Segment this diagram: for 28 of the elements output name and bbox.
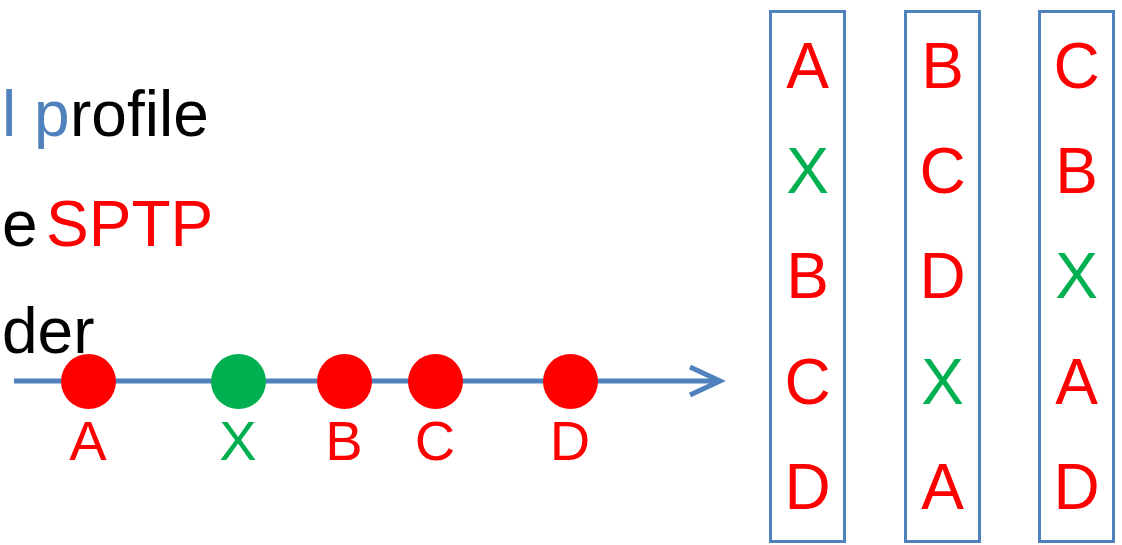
point-label: D <box>549 411 591 471</box>
sequence-letter: D <box>1053 450 1100 526</box>
sequence-letter: A <box>1055 344 1098 420</box>
slide-text: e <box>2 188 38 260</box>
sequence-letter: C <box>919 134 966 210</box>
sequence-letter: B <box>921 28 964 104</box>
sequence-letter: C <box>784 344 831 420</box>
sequence-letter: B <box>1055 134 1098 210</box>
slide-text: l p <box>2 78 70 150</box>
point-label: A <box>69 411 107 471</box>
sequence-letter: D <box>784 450 831 526</box>
sequence-letter: A <box>786 28 829 104</box>
sequence-column <box>1038 10 1115 543</box>
sequence-letter: X <box>786 134 829 210</box>
point-label: C <box>414 411 456 471</box>
sequence-letter: X <box>921 344 964 420</box>
sequence-column <box>769 10 846 543</box>
sequence-letter: D <box>919 239 966 315</box>
point-label: B <box>325 411 363 471</box>
sequence-column <box>904 10 981 543</box>
point-label: X <box>219 411 257 471</box>
sequence-letter: B <box>786 239 829 315</box>
sequence-letter: X <box>1055 239 1098 315</box>
slide-text: SPTP <box>46 188 214 260</box>
slide-text: rofile <box>70 78 209 150</box>
sequence-letter: C <box>1053 28 1100 104</box>
sequence-letter: A <box>921 450 964 526</box>
slide-text: der <box>2 295 95 367</box>
